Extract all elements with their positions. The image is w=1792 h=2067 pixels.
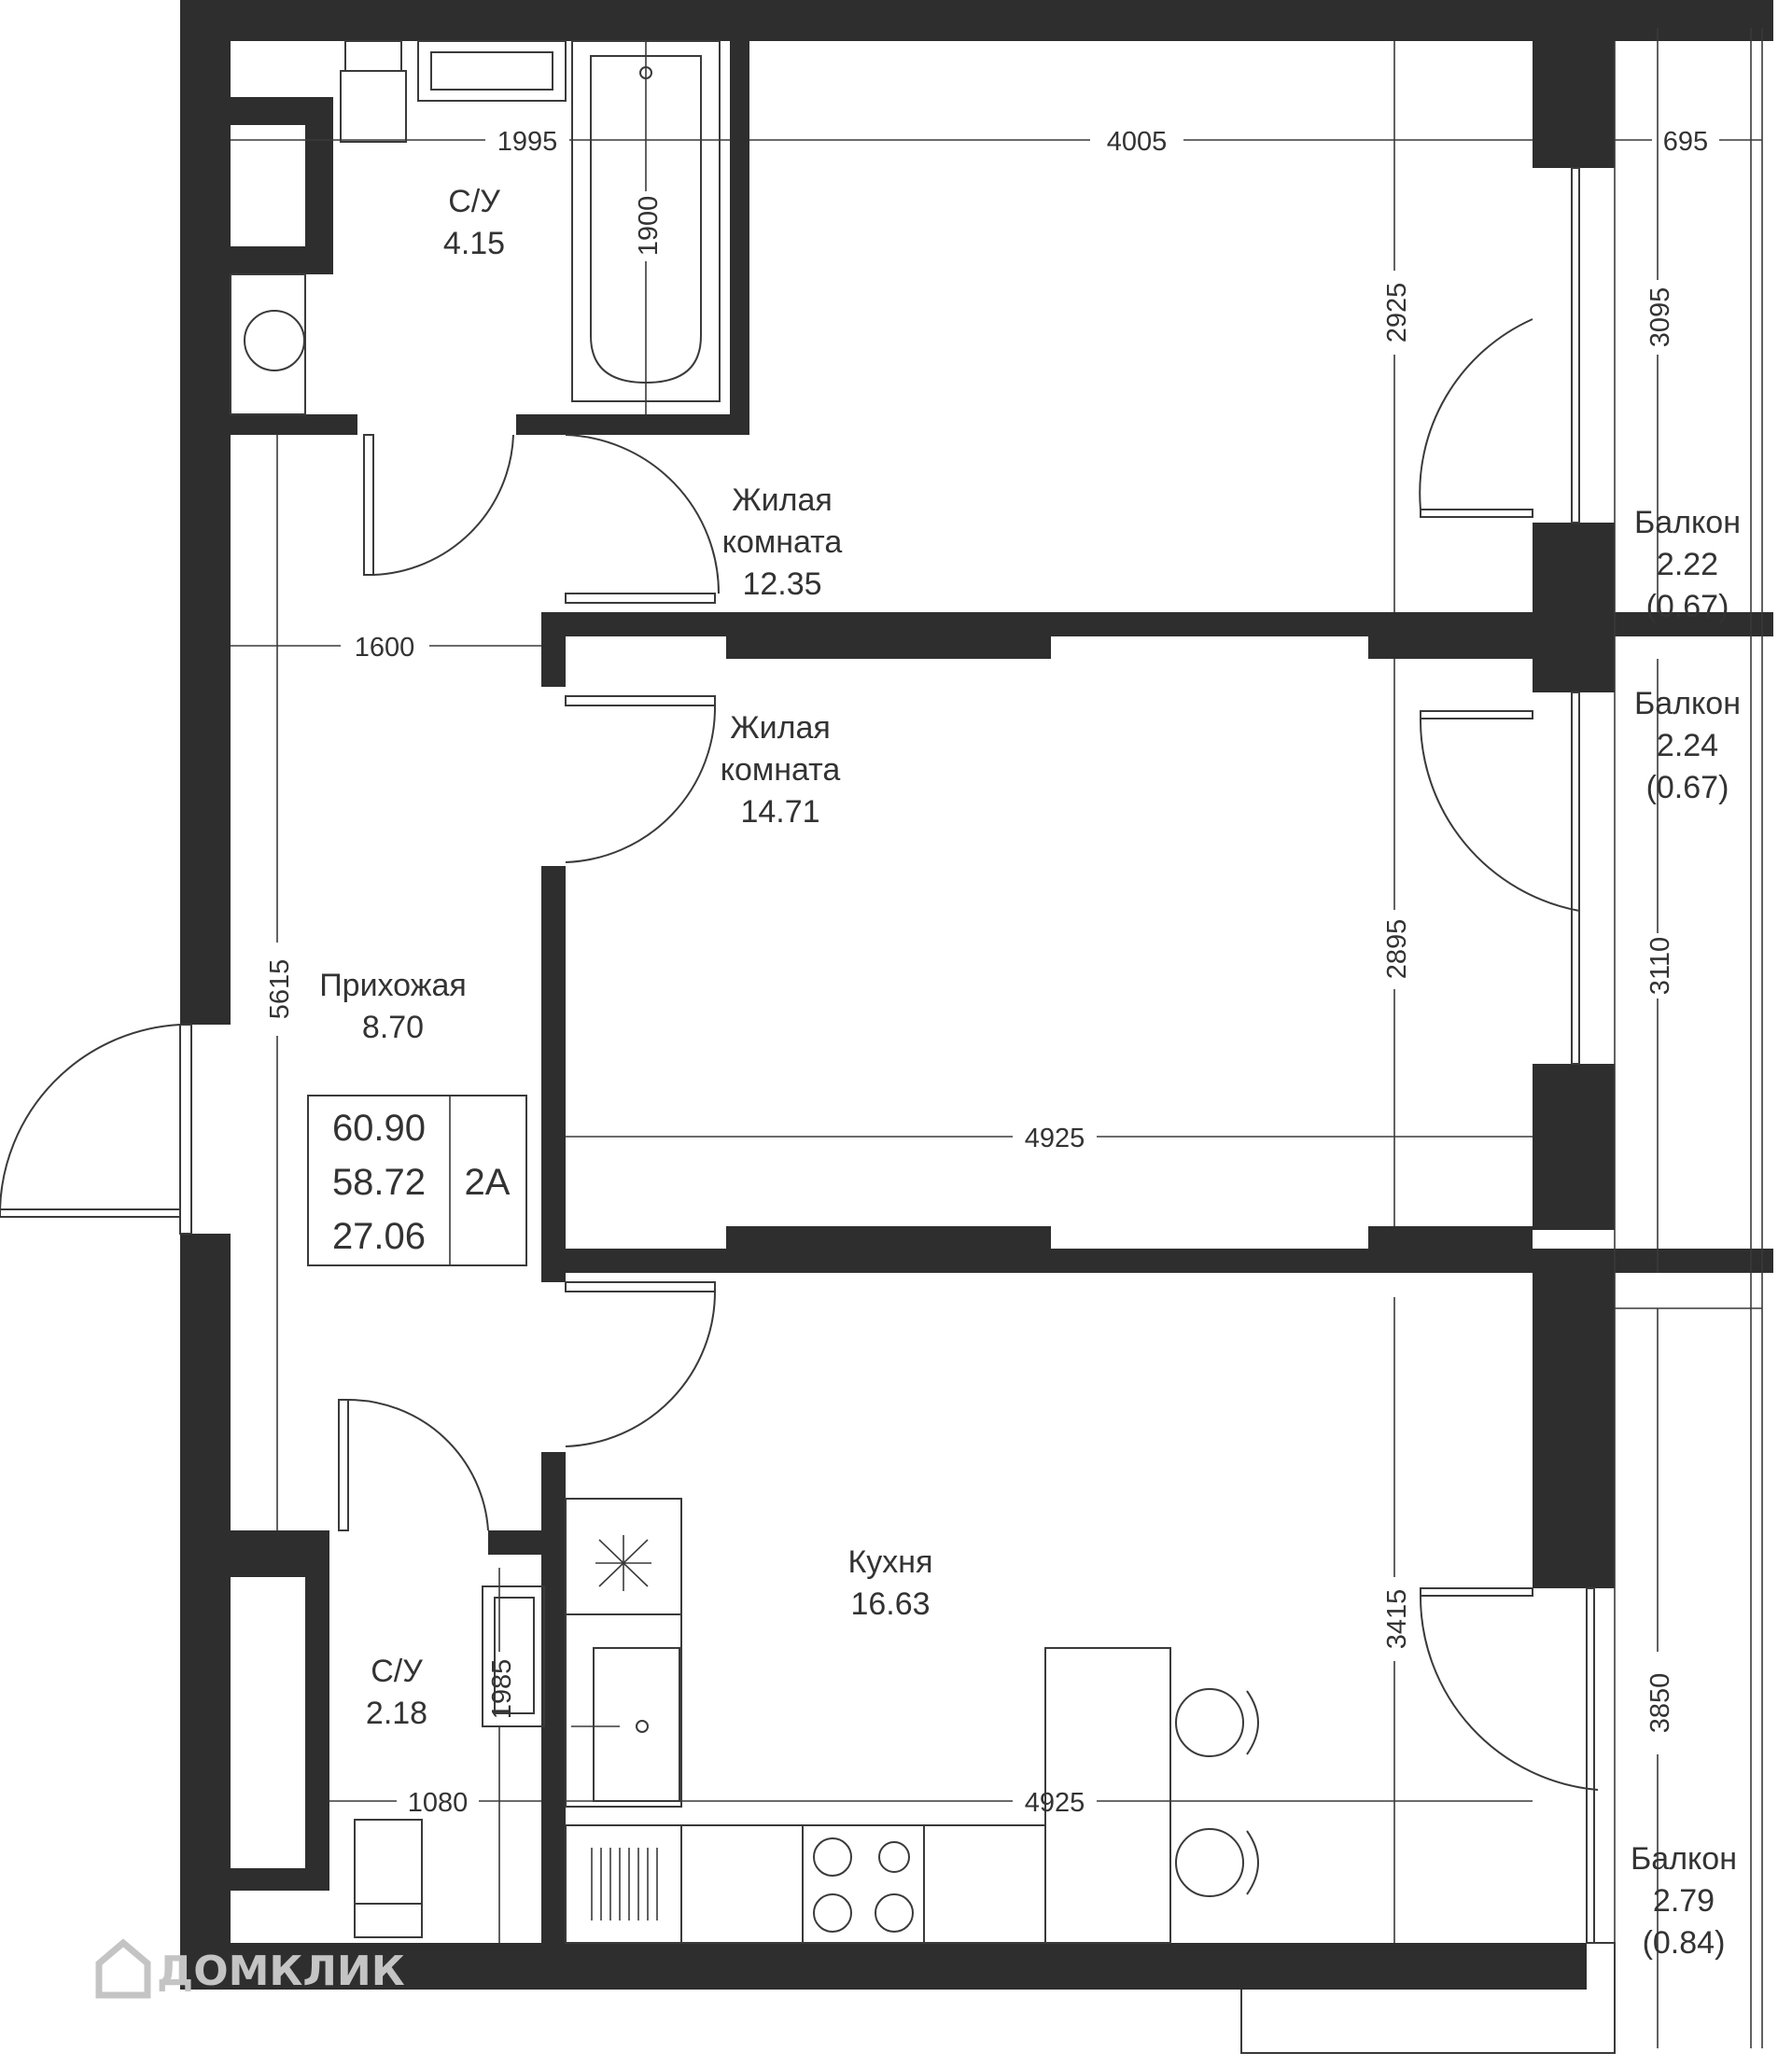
- dim-3095: 3095: [1645, 287, 1675, 348]
- balcony1-name: Балкон: [1634, 505, 1741, 540]
- dim-4925-kitchen: 4925: [1025, 1788, 1085, 1818]
- chair-icon: [1175, 1688, 1259, 1897]
- balcony3-reduced: (0.84): [1643, 1925, 1726, 1961]
- dim-3850: 3850: [1645, 1673, 1675, 1734]
- balcony2-area: 2.24: [1657, 728, 1718, 763]
- dim-695: 695: [1663, 127, 1708, 157]
- stove-icon: [813, 1837, 914, 1933]
- balcony1-reduced: (0.67): [1646, 589, 1729, 624]
- watermark-text: ДОМКЛИК: [157, 1948, 405, 1995]
- balcony2-name: Балкон: [1634, 686, 1741, 721]
- dim-4005: 4005: [1107, 127, 1168, 157]
- dimension-labels: 1995 4005 695 1900 2925 3095 1600 5615 2…: [265, 127, 1708, 1818]
- balcony2-reduced: (0.67): [1646, 770, 1729, 805]
- kitchen-name: Кухня: [848, 1544, 933, 1580]
- kitchen-area: 16.63: [850, 1586, 930, 1622]
- room-labels: С/У 4.15 Жилая комната 12.35 Жилая комна…: [319, 184, 1741, 1961]
- living2-name-line2: комната: [721, 752, 841, 788]
- dim-2925: 2925: [1382, 283, 1412, 343]
- outlines: [230, 28, 1763, 2054]
- living1-name-line2: комната: [722, 524, 843, 560]
- dim-3415: 3415: [1382, 1589, 1412, 1650]
- dim-1985: 1985: [487, 1659, 517, 1720]
- summary-type: 2А: [465, 1162, 511, 1203]
- summary-living: 27.06: [332, 1216, 426, 1257]
- bathroom2-area: 2.18: [366, 1696, 427, 1731]
- summary-total: 60.90: [332, 1108, 426, 1149]
- summary-box: 60.90 58.72 27.06 2А: [307, 1095, 527, 1266]
- dishwasher-grill-icon: [591, 1848, 658, 1920]
- bathroom2-name: С/У: [371, 1654, 423, 1689]
- bathroom1-area: 4.15: [443, 226, 505, 261]
- walls: [180, 0, 1773, 1990]
- dim-1995: 1995: [497, 127, 558, 157]
- living1-name-line1: Жилая: [732, 482, 833, 518]
- hall-area: 8.70: [362, 1010, 424, 1045]
- dim-1080: 1080: [408, 1788, 469, 1818]
- living2-area: 14.71: [740, 794, 819, 830]
- balcony3-name: Балкон: [1631, 1841, 1737, 1877]
- balcony1-area: 2.22: [1657, 547, 1718, 582]
- hall-name: Прихожая: [319, 968, 467, 1003]
- dim-5615: 5615: [265, 959, 295, 1020]
- house-logo-icon: [95, 1938, 151, 1999]
- dim-1600: 1600: [355, 633, 415, 663]
- dimension-lines: [231, 28, 1762, 2048]
- watermark: ДОМКЛИК: [95, 1938, 405, 1999]
- snowflake-icon: [595, 1535, 651, 1591]
- dim-1900: 1900: [634, 196, 664, 257]
- living2-name-line1: Жилая: [730, 710, 831, 746]
- balcony3-area: 2.79: [1653, 1883, 1715, 1919]
- living1-area: 12.35: [742, 566, 821, 602]
- dim-4925-living: 4925: [1025, 1124, 1085, 1153]
- dim-2895: 2895: [1382, 919, 1412, 980]
- summary-living-total: 58.72: [332, 1162, 426, 1203]
- doors: [0, 318, 1599, 1791]
- bathroom1-name: С/У: [448, 184, 500, 219]
- dim-3110: 3110: [1645, 937, 1675, 995]
